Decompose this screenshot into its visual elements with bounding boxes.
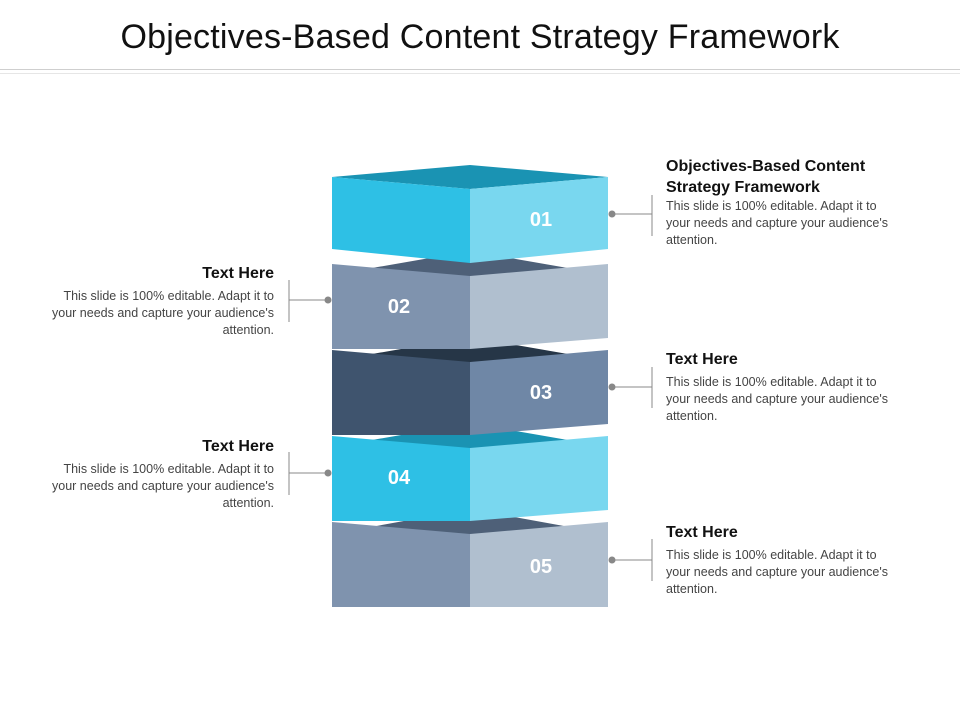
layer-04-side	[470, 436, 608, 521]
layer-01: 01	[332, 165, 608, 263]
layer-01-side	[470, 177, 608, 263]
title-divider	[0, 69, 960, 70]
callout-05: Text Here This slide is 100% editable. A…	[666, 522, 890, 598]
callout-03-heading: Text Here	[666, 351, 738, 368]
layer-03-side	[470, 350, 608, 435]
callout-04: Text Here This slide is 100% editable. A…	[44, 436, 274, 512]
callout-04-body: This slide is 100% editable. Adapt it to…	[52, 462, 274, 510]
callout-03: Text Here This slide is 100% editable. A…	[666, 349, 890, 425]
layer-02-side	[470, 264, 608, 349]
callout-04-heading: Text Here	[202, 438, 274, 455]
layer-01-front	[332, 177, 470, 263]
connector-04	[288, 452, 332, 495]
callout-05-body: This slide is 100% editable. Adapt it to…	[666, 548, 888, 596]
title-divider-secondary	[0, 73, 960, 74]
callout-02: Text Here This slide is 100% editable. A…	[44, 263, 274, 339]
layer-03: 03	[332, 337, 608, 435]
connector-01	[608, 195, 653, 236]
connector-02-dot	[324, 296, 332, 304]
connector-03-dot	[608, 383, 616, 391]
connector-03	[608, 367, 653, 408]
connector-04-dot	[324, 469, 332, 477]
callout-01-heading: Objectives-Based Content Strategy Framew…	[666, 158, 866, 196]
layer-05-number: 05	[530, 556, 552, 578]
page-title: Objectives-Based Content Strategy Framew…	[120, 18, 840, 56]
layer-03-number: 03	[530, 382, 552, 404]
layer-04-front	[332, 436, 470, 521]
callout-01: Objectives-Based Content Strategy Framew…	[666, 156, 906, 249]
callout-05-heading: Text Here	[666, 524, 738, 541]
layer-03-front	[332, 350, 470, 435]
layer-02: 02	[332, 251, 608, 349]
layer-04-number: 04	[388, 467, 411, 489]
layer-02-number: 02	[388, 296, 410, 318]
layer-01-number: 01	[530, 209, 552, 231]
connector-05	[608, 539, 653, 581]
callout-02-body: This slide is 100% editable. Adapt it to…	[52, 289, 274, 337]
callout-01-body: This slide is 100% editable. Adapt it to…	[666, 199, 888, 247]
callout-03-body: This slide is 100% editable. Adapt it to…	[666, 375, 888, 423]
connector-02	[288, 280, 332, 322]
layer-05-side	[470, 522, 608, 607]
connector-05-dot	[608, 556, 616, 564]
connector-01-dot	[608, 210, 616, 218]
callout-02-heading: Text Here	[202, 265, 274, 282]
layer-05-front	[332, 522, 470, 607]
layer-05: 05	[332, 509, 608, 607]
layer-04: 04	[332, 423, 608, 521]
layer-02-front	[332, 264, 470, 349]
